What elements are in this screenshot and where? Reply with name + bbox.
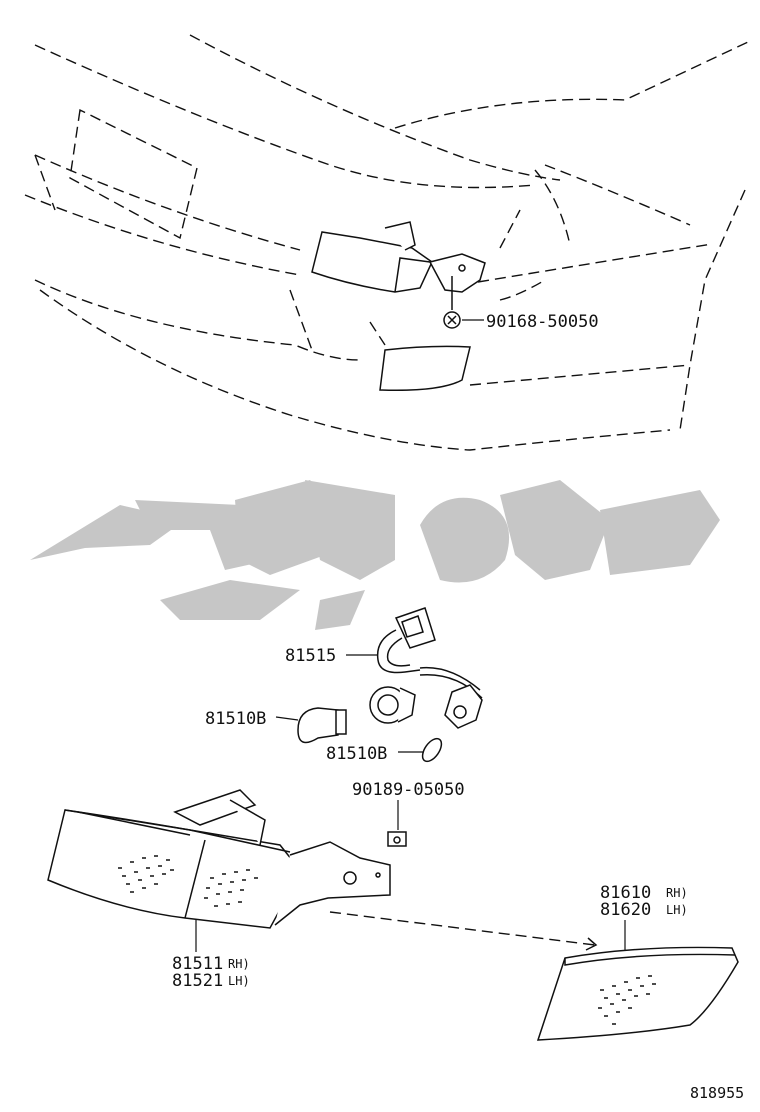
lamp-installed-view (311, 221, 486, 392)
socket-wire-harness (369, 607, 483, 729)
connection-line (329, 911, 596, 946)
vehicle-body-outline (24, 34, 749, 451)
part-code-lens-lh: 81620 (600, 900, 651, 920)
bulb-large-icon (297, 707, 347, 744)
clip-icon (387, 831, 407, 847)
part-code-lamp-lh: 81521 (172, 971, 223, 991)
part-side-lamp-rh: RH) (228, 957, 250, 971)
part-code-lamp-rh: 81511 (172, 954, 223, 974)
bulb-small-icon (421, 737, 443, 763)
part-label-socket-wire: 81515 (285, 646, 336, 666)
part-code-lens-rh: 81610 (600, 883, 651, 903)
part-label-screw: 90168-50050 (486, 312, 599, 332)
part-label-bulb-small: 81510B (326, 744, 387, 764)
part-side-lens-lh: LH) (666, 903, 688, 917)
side-marker-lens (536, 946, 739, 1041)
part-side-lamp-lh: LH) (228, 974, 250, 988)
lamp-assembly (47, 789, 391, 929)
part-label-bulb-large: 81510B (205, 709, 266, 729)
watermark-logo (30, 480, 720, 630)
arrow-head-icon (585, 937, 598, 951)
screw-icon (443, 276, 461, 329)
part-side-lens-rh: RH) (666, 886, 688, 900)
diagram-id: 818955 (690, 1084, 744, 1102)
part-label-clip: 90189-05050 (352, 780, 465, 800)
